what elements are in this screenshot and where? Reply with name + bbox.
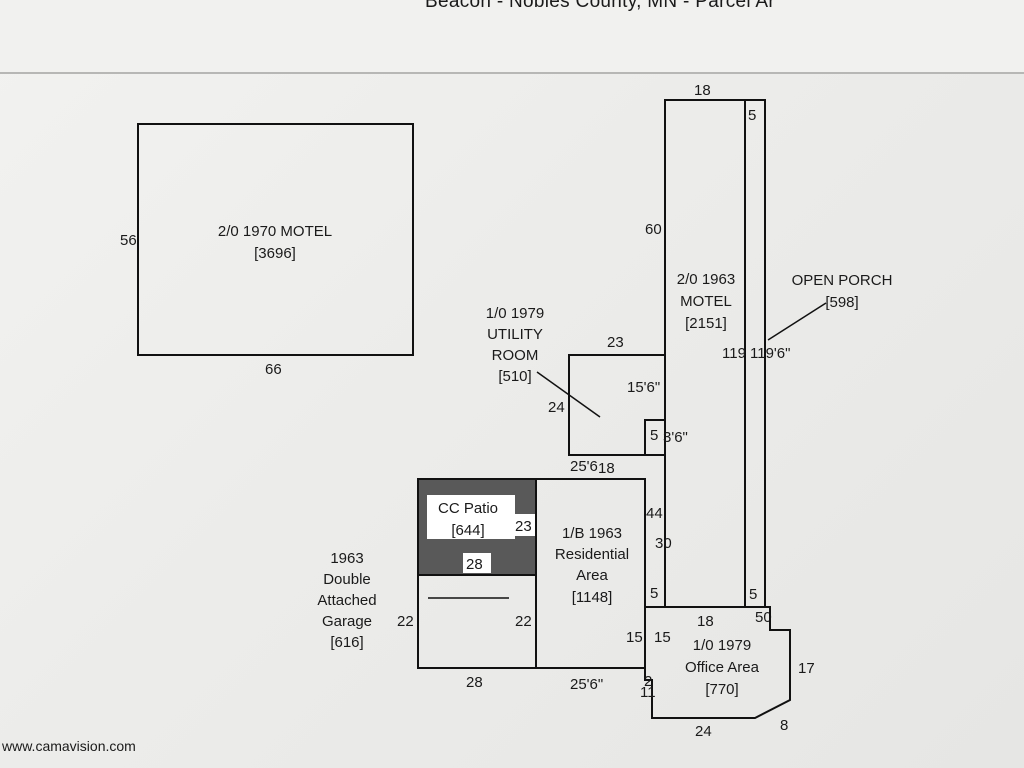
motel-1963-dim-side: 60 — [645, 221, 662, 238]
residential-dim-30: 30 — [655, 535, 672, 552]
garage-label-line1: 1963 — [330, 550, 363, 567]
office-dim-17: 17 — [798, 660, 815, 677]
porch-dim-119-6: 119'6" — [750, 345, 790, 362]
office-dim-8: 8 — [780, 717, 788, 734]
cc-patio-label-bg — [427, 495, 515, 539]
garage-label-line4: Garage — [322, 613, 372, 630]
cc-patio-dim-23-bg — [512, 514, 536, 536]
utility-dim-5: 5 — [650, 427, 658, 444]
motel-1970-outline — [137, 123, 414, 356]
footer-website: www.camavision.com — [2, 738, 136, 754]
motel-1963-label-line2: MOTEL — [680, 293, 732, 310]
office-dim-2: 2 — [644, 673, 652, 690]
residential-dim-15: 15 — [626, 629, 643, 646]
porch-dim-50: 50 — [755, 609, 772, 626]
utility-label-line4: [510] — [498, 368, 531, 385]
porch-dim-top: 5 — [748, 107, 756, 124]
office-dim-11: 11 — [640, 684, 656, 701]
residential-dim-44: 44 — [646, 505, 663, 522]
office-dim-18: 18 — [697, 613, 714, 630]
utility-dim-bottom: 25'6 — [570, 458, 598, 475]
utility-dim-3-6: 3'6" — [663, 429, 688, 446]
open-porch-leader — [767, 302, 827, 341]
cc-patio-label-line2: [644] — [451, 522, 484, 539]
garage-label-line5: [616] — [330, 634, 363, 651]
residential-dim-5: 5 — [650, 585, 658, 602]
office-label-line1: 1/0 1979 — [693, 637, 751, 654]
garage-dim-left: 22 — [397, 613, 414, 630]
cc-patio-dim-23: 23 — [515, 518, 532, 535]
open-porch-label-line1: OPEN PORCH — [792, 272, 893, 289]
residential-dim-bottom: 25'6" — [570, 676, 603, 693]
cc-patio-label-line1: CC Patio — [438, 500, 498, 517]
residential-outline — [536, 478, 646, 669]
header-title: Beacon - Nobles County, MN - Parcel Ar — [425, 0, 776, 12]
motel-1970-label-line2: [3696] — [254, 245, 296, 262]
residential-label-line3: Area — [576, 567, 608, 584]
utility-label-line3: ROOM — [492, 347, 539, 364]
utility-dim-top: 23 — [607, 334, 624, 351]
office-dim-15: 15 — [654, 629, 671, 646]
residential-label-line4: [1148] — [572, 589, 613, 606]
office-label-line2: Office Area — [685, 659, 760, 676]
cc-patio-dim-28-bg — [463, 553, 491, 573]
utility-dim-18: 18 — [598, 460, 615, 477]
garage-outline — [417, 478, 537, 669]
garage-label-line2: Double — [323, 571, 371, 588]
motel-1970-label-line1: 2/0 1970 MOTEL — [218, 223, 332, 240]
page-header: Beacon - Nobles County, MN - Parcel Ar — [0, 0, 1024, 74]
utility-leader — [536, 371, 601, 418]
motel-1970-dim-bottom: 66 — [265, 361, 282, 378]
motel-1963-label-line1: 2/0 1963 — [677, 271, 735, 288]
residential-label-line1: 1/B 1963 — [562, 525, 622, 542]
office-outline — [644, 606, 791, 719]
utility-dim-left: 24 — [548, 399, 565, 416]
motel-1963-label-line3: [2151] — [685, 315, 727, 332]
open-porch-label-line2: [598] — [825, 294, 858, 311]
motel-1963-dim-top: 18 — [694, 82, 711, 99]
utility-room-notch — [644, 419, 665, 455]
office-dim-24: 24 — [695, 723, 712, 740]
utility-dim-15-6: 15'6" — [627, 379, 660, 396]
garage-dim-bottom: 28 — [466, 674, 483, 691]
porch-dim-bottom: 5 — [749, 586, 757, 603]
utility-label-line2: UTILITY — [487, 326, 543, 343]
garage-label-line3: Attached — [317, 592, 376, 609]
residential-label-line2: Residential — [555, 546, 629, 563]
porch-dim-119: 119 — [722, 345, 746, 362]
utility-label-line1: 1/0 1979 — [486, 305, 544, 322]
cc-patio-dim-28: 28 — [466, 556, 483, 573]
office-label-line3: [770] — [705, 681, 738, 698]
motel-1970-dim-side: 56 — [120, 232, 137, 249]
garage-dim-right: 22 — [515, 613, 532, 630]
